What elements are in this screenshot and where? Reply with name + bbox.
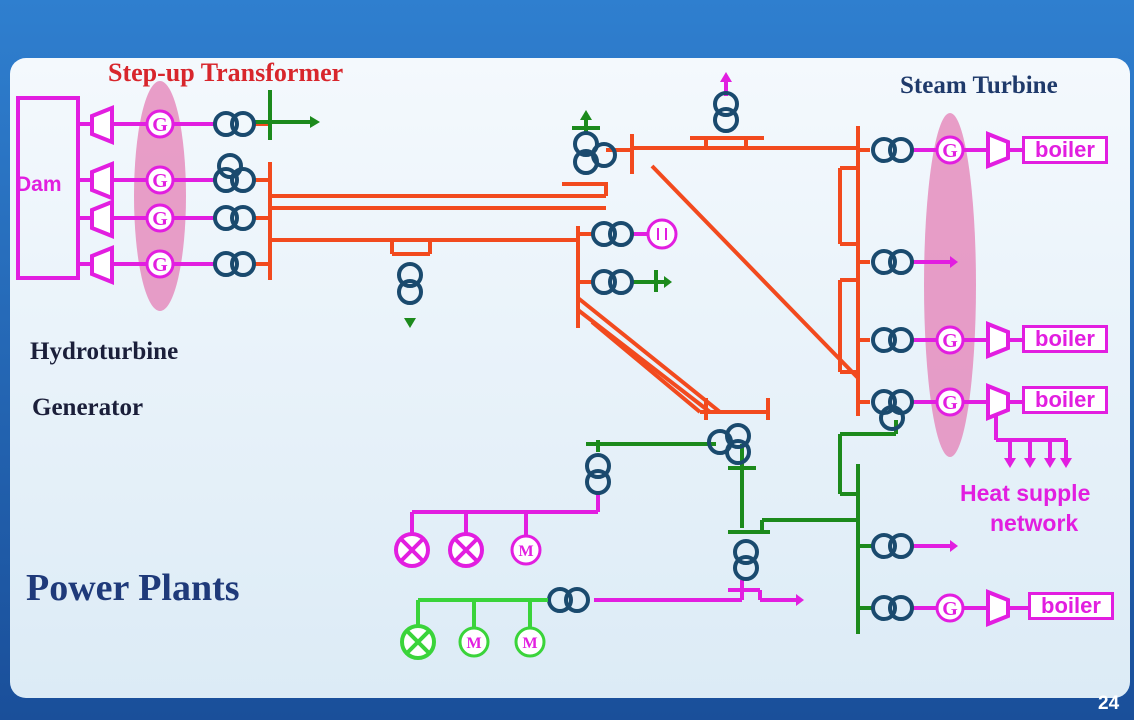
lamp-icon: [448, 532, 484, 568]
svg-text:M: M: [466, 635, 481, 652]
svg-text:G: G: [152, 170, 168, 192]
lamp-loads: [394, 532, 484, 568]
generator-icon: G: [145, 203, 175, 233]
svg-text:M: M: [518, 543, 533, 560]
dam-block: [16, 96, 80, 280]
hydro-generator-shade: [134, 81, 186, 311]
generator-icon: G: [145, 249, 175, 279]
boiler-box: boiler: [1022, 136, 1108, 164]
boiler-box: boiler: [1022, 386, 1108, 414]
svg-text:G: G: [942, 598, 958, 620]
heat-network-label-line1: Heat supple: [960, 480, 1091, 506]
svg-text:G: G: [152, 208, 168, 230]
generator-icon: G: [145, 109, 175, 139]
steam-turbine-label: Steam Turbine: [900, 72, 1058, 99]
svg-text:G: G: [942, 330, 958, 352]
heat-network-label-line2: network: [990, 510, 1079, 536]
svg-text:G: G: [942, 140, 958, 162]
svg-text:G: G: [942, 392, 958, 414]
generator-icon: G: [935, 325, 965, 355]
step-up-transformer-label: Step-up Transformer: [108, 58, 344, 87]
page-number: 24: [1098, 693, 1120, 714]
high-voltage-lines: [255, 122, 870, 420]
steam-generators: G G G G: [935, 135, 965, 623]
content-panel: [10, 58, 1130, 698]
generator-icon: G: [935, 135, 965, 165]
hydro-turbines: [78, 105, 146, 285]
boiler-box: boiler: [1022, 325, 1108, 353]
converter-icon: [646, 218, 678, 250]
low-voltage-lines: [410, 80, 1068, 610]
hydroturbine-label: Hydroturbine: [30, 338, 179, 365]
generator-icon: G: [145, 165, 175, 195]
steam-generator-shade: [924, 113, 976, 457]
lamp-icon: [400, 624, 436, 660]
generator-label: Generator: [32, 394, 144, 421]
transformers: [213, 91, 914, 621]
svg-text:G: G: [152, 114, 168, 136]
steam-turbines: [963, 131, 1028, 627]
generator-icon: G: [935, 593, 965, 623]
svg-text:M: M: [522, 635, 537, 652]
motor-icon: M: [458, 626, 490, 658]
motor-icon: M: [510, 534, 542, 566]
dam-label: Dam: [16, 173, 62, 196]
arrowheads: [310, 72, 1072, 606]
motor-icon: M: [514, 626, 546, 658]
page-title: Power Plants: [26, 567, 240, 609]
generator-icon: G: [935, 387, 965, 417]
boiler-box: boiler: [1028, 592, 1114, 620]
lamp-icon: [394, 532, 430, 568]
svg-text:G: G: [152, 254, 168, 276]
